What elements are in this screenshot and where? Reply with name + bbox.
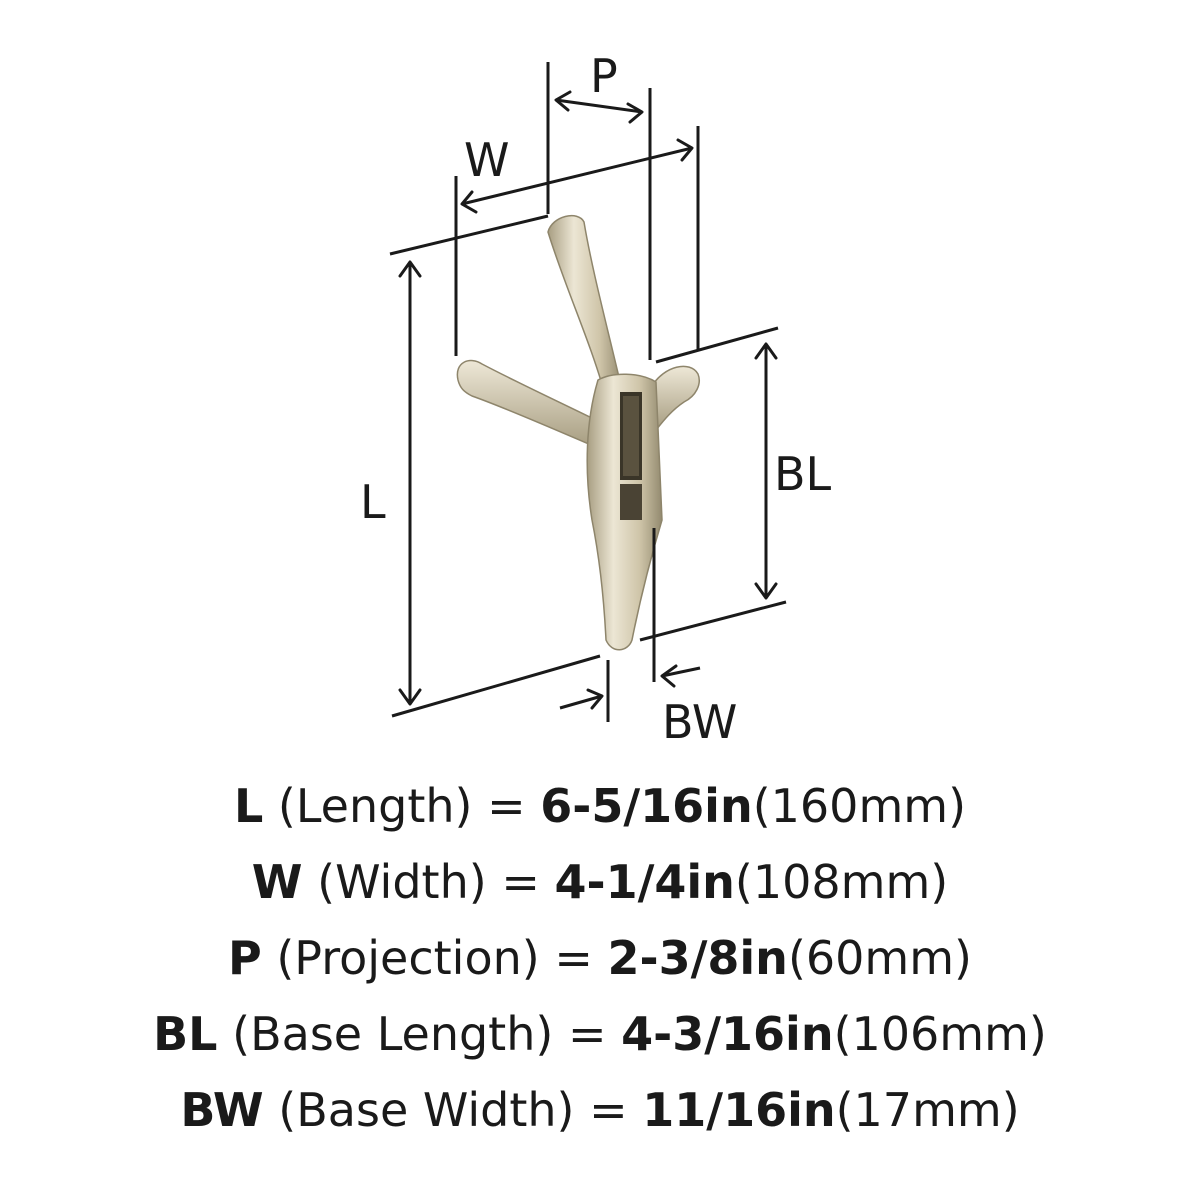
extension-lines	[389, 62, 787, 722]
spec-imperial: 11/16in	[642, 1083, 836, 1137]
hook-right-arm	[651, 365, 700, 432]
spec-imperial: 6-5/16in	[540, 779, 753, 833]
label-bw: BW	[662, 695, 737, 749]
spec-metric: (108mm)	[734, 855, 949, 909]
spec-name: (Projection)	[276, 931, 540, 985]
spec-row-length: L (Length) = 6-5/16in(160mm)	[0, 768, 1200, 844]
spec-imperial: 4-3/16in	[621, 1007, 834, 1061]
label-p: P	[590, 49, 618, 103]
spec-eq: =	[487, 779, 526, 833]
spec-code: BW	[180, 1083, 264, 1137]
label-bl: BL	[774, 447, 832, 501]
dimension-lines	[398, 90, 778, 710]
spec-row-base-width: BW (Base Width) = 11/16in(17mm)	[0, 1072, 1200, 1148]
spec-code: L	[233, 779, 264, 833]
spec-code: W	[251, 855, 303, 909]
label-l: L	[360, 475, 386, 529]
spec-imperial: 2-3/8in	[607, 931, 788, 985]
spec-code: BL	[153, 1007, 218, 1061]
spec-eq: =	[589, 1083, 628, 1137]
spec-eq: =	[501, 855, 540, 909]
hook-upper-arm	[547, 214, 623, 400]
hook-illustration	[456, 214, 700, 651]
spec-row-width: W (Width) = 4-1/4in(108mm)	[0, 844, 1200, 920]
spec-eq: =	[567, 1007, 607, 1061]
hook-left-arm	[456, 359, 605, 450]
spec-name: (Base Width)	[278, 1083, 575, 1137]
spec-metric: (106mm)	[833, 1007, 1047, 1061]
spec-metric: (160mm)	[752, 779, 967, 833]
spec-name: (Base Length)	[232, 1007, 554, 1061]
label-w: W	[464, 133, 509, 187]
spec-imperial: 4-1/4in	[554, 855, 735, 909]
spec-metric: (60mm)	[787, 931, 972, 985]
dimension-diagram: P W L BL BW	[360, 49, 832, 749]
spec-list: L (Length) = 6-5/16in(160mm) W (Width) =…	[0, 768, 1200, 1148]
spec-name: (Length)	[277, 779, 473, 833]
spec-row-projection: P (Projection) = 2-3/8in(60mm)	[0, 920, 1200, 996]
spec-metric: (17mm)	[835, 1083, 1020, 1137]
spec-row-base-length: BL (Base Length) = 4-3/16in(106mm)	[0, 996, 1200, 1072]
spec-eq: =	[554, 931, 593, 985]
spec-code: P	[228, 931, 262, 985]
spec-name: (Width)	[317, 855, 487, 909]
